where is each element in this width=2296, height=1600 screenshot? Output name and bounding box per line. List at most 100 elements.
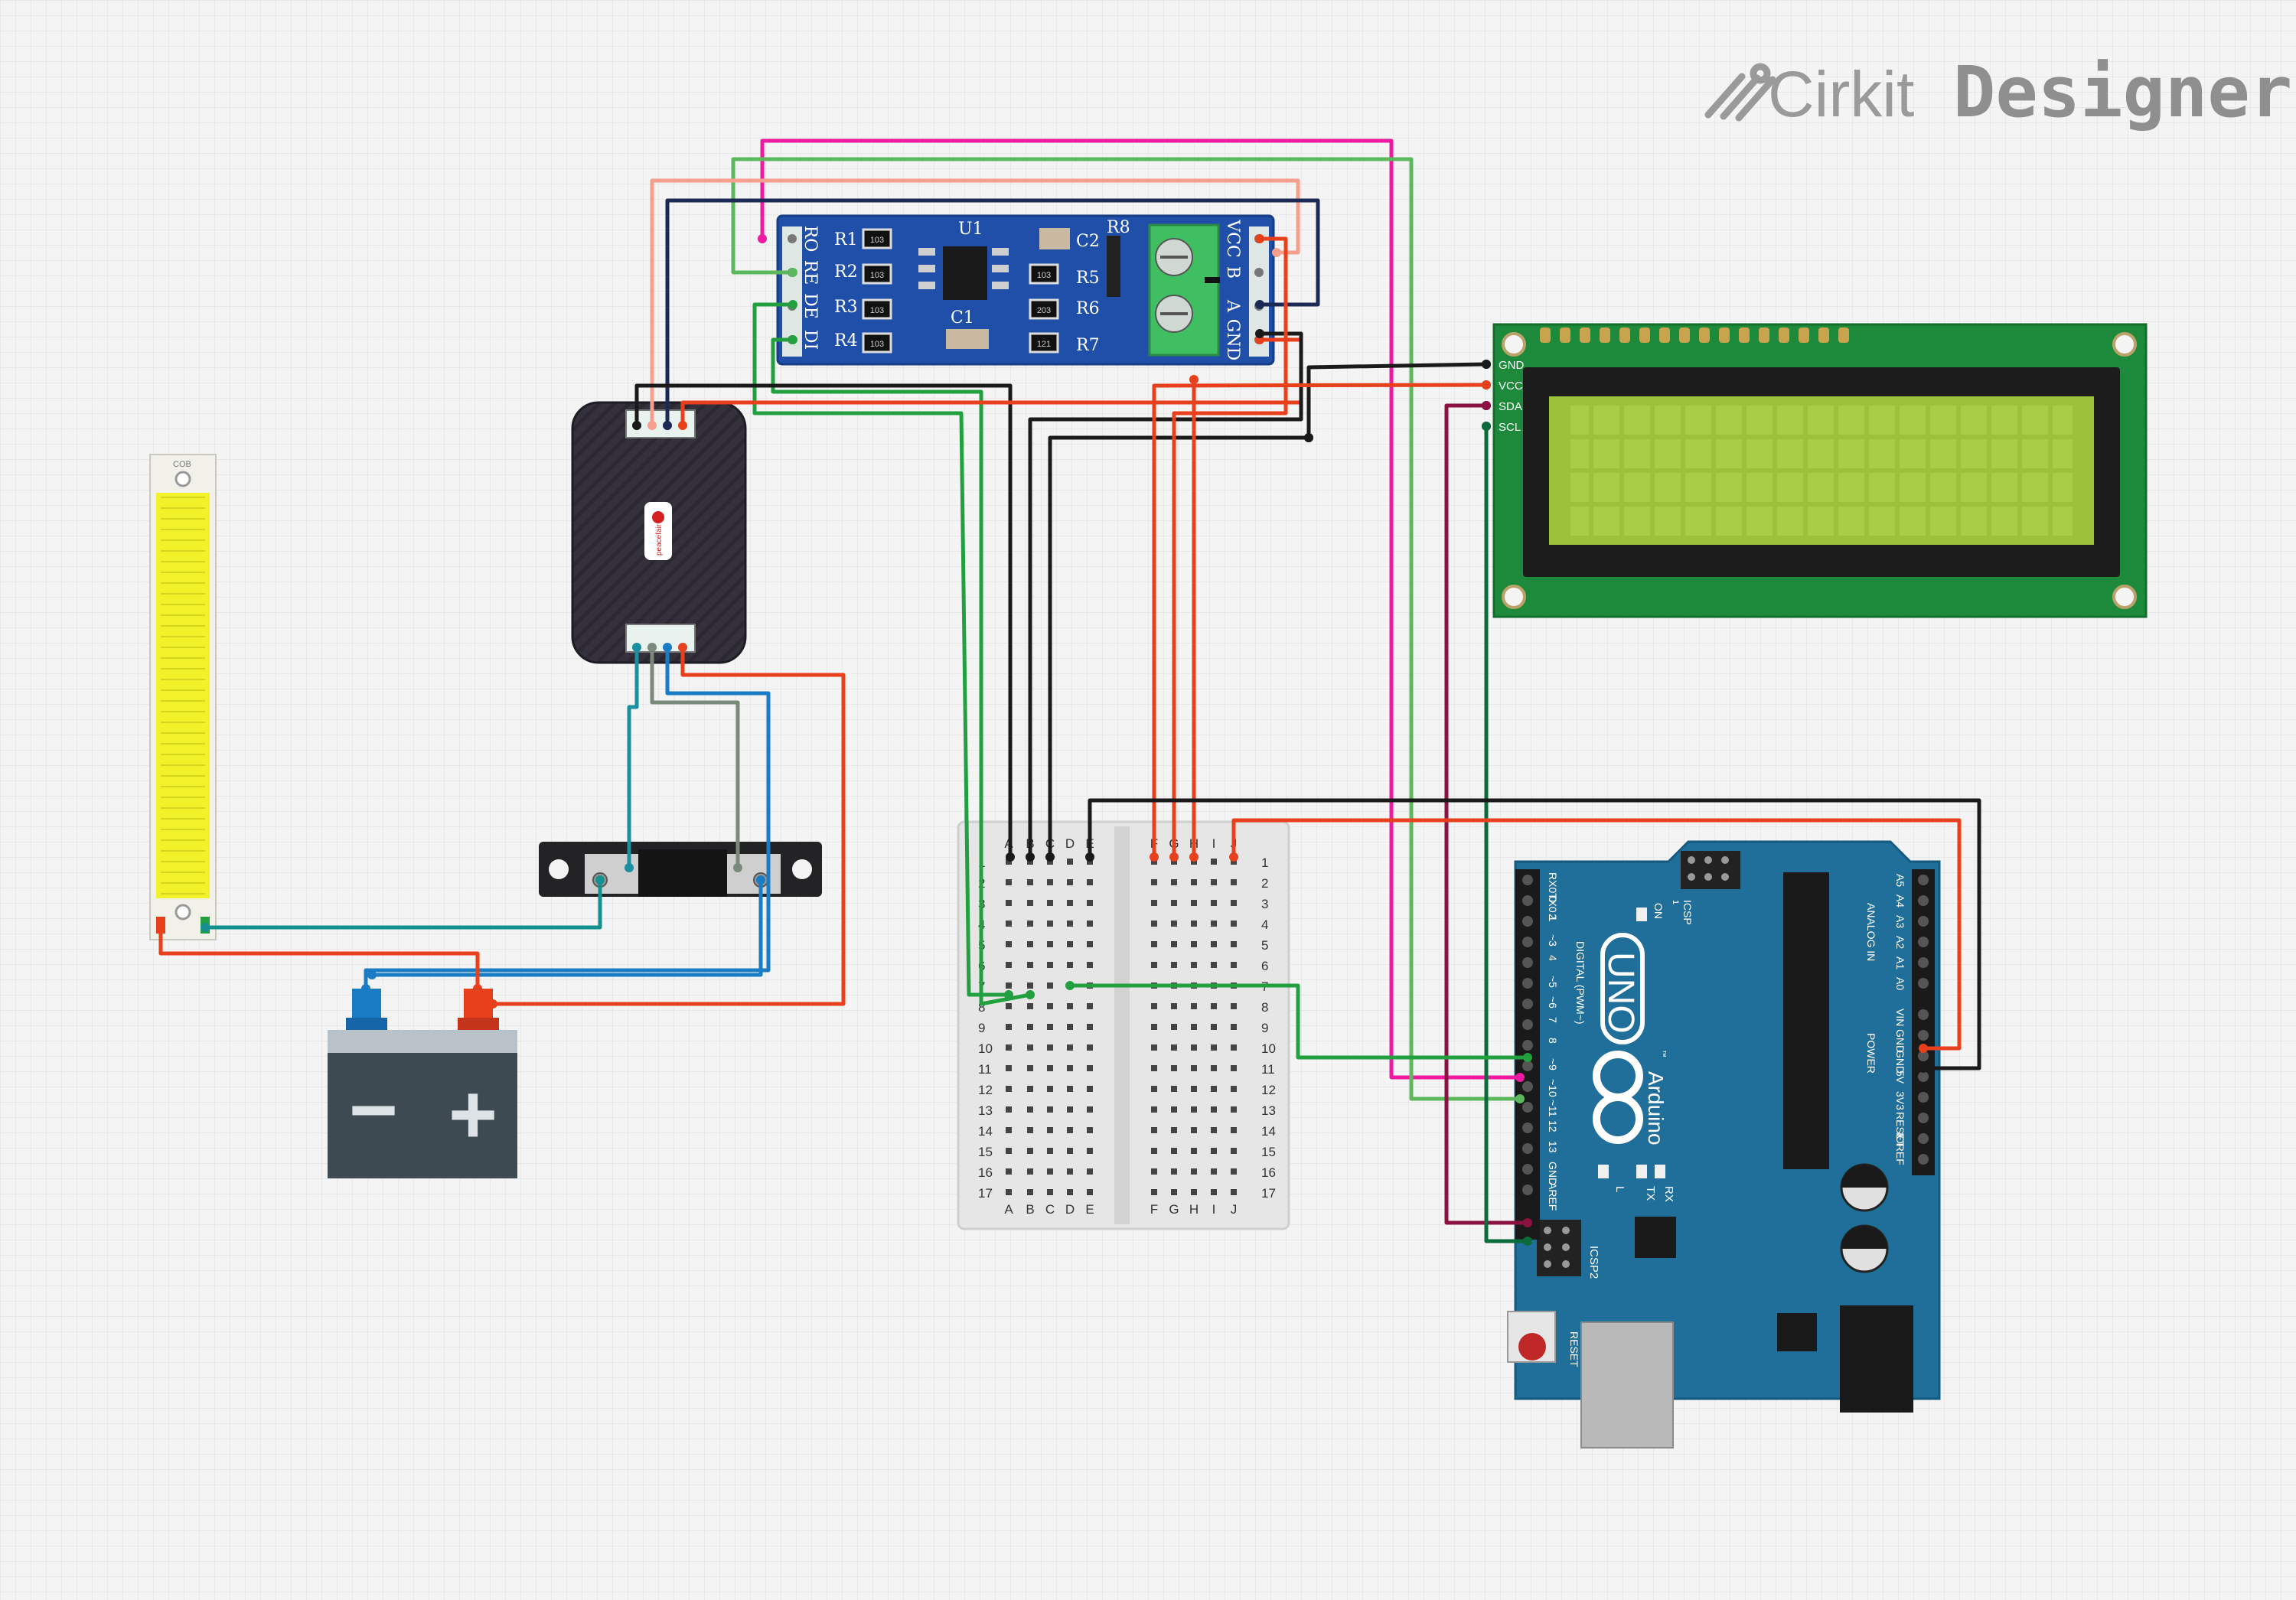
breadboard-hole[interactable] — [1087, 941, 1093, 947]
breadboard-hole[interactable] — [1171, 1168, 1177, 1175]
breadboard-hole[interactable] — [1171, 879, 1177, 885]
wire-pzem-to-battery-pos[interactable] — [491, 645, 846, 1006]
wire-shunt-to-battery[interactable] — [370, 878, 763, 977]
breadboard-hole[interactable] — [1027, 1168, 1033, 1175]
breadboard-hole[interactable] — [1067, 1024, 1073, 1030]
breadboard-hole[interactable] — [1006, 1086, 1012, 1092]
breadboard-hole[interactable] — [1191, 879, 1197, 885]
breadboard-hole[interactable] — [1006, 941, 1012, 947]
breadboard-hole[interactable] — [1151, 900, 1157, 906]
arduino-digital-pin[interactable] — [1522, 1185, 1533, 1195]
breadboard-hole[interactable] — [1067, 941, 1073, 947]
breadboard-hole[interactable] — [1087, 1148, 1093, 1154]
breadboard-hole[interactable] — [1047, 1044, 1053, 1051]
breadboard-hole[interactable] — [1211, 1148, 1217, 1154]
breadboard-hole[interactable] — [1211, 900, 1217, 906]
breadboard-hole[interactable] — [1211, 1189, 1217, 1195]
breadboard-hole[interactable] — [1087, 1024, 1093, 1030]
wire-pzem-to-battery-neg[interactable] — [364, 645, 771, 991]
wire-pzem-to-shunt-right[interactable] — [650, 645, 740, 870]
battery-terminal-positive[interactable] — [464, 989, 493, 1018]
breadboard-hole[interactable] — [1006, 982, 1012, 989]
breadboard-hole[interactable] — [1087, 1086, 1093, 1092]
wire-pzem-gnd-to-bb[interactable] — [634, 383, 1013, 859]
wire-led-to-battery-pos[interactable] — [158, 924, 480, 991]
breadboard-hole[interactable] — [1231, 1148, 1237, 1154]
breadboard-hole[interactable] — [1067, 1003, 1073, 1009]
breadboard-hole[interactable] — [1027, 921, 1033, 927]
breadboard-hole[interactable] — [1191, 900, 1197, 906]
breadboard-hole[interactable] — [1171, 962, 1177, 968]
arduino-digital-pin[interactable] — [1522, 1164, 1533, 1175]
breadboard-hole[interactable] — [1151, 1065, 1157, 1071]
arduino-right-pin[interactable] — [1918, 1092, 1929, 1103]
breadboard-hole[interactable] — [1067, 1065, 1073, 1071]
breadboard-hole[interactable] — [1191, 1065, 1197, 1071]
breadboard-hole[interactable] — [1047, 1189, 1053, 1195]
breadboard-hole[interactable] — [1087, 879, 1093, 885]
arduino-digital-pin[interactable] — [1522, 978, 1533, 989]
breadboard-hole[interactable] — [1087, 921, 1093, 927]
breadboard-hole[interactable] — [1211, 1044, 1217, 1051]
breadboard-hole[interactable] — [1151, 921, 1157, 927]
breadboard-hole[interactable] — [1171, 1024, 1177, 1030]
breadboard-hole[interactable] — [1027, 1003, 1033, 1009]
breadboard-hole[interactable] — [1047, 941, 1053, 947]
breadboard-hole[interactable] — [1006, 1148, 1012, 1154]
breadboard-hole[interactable] — [1171, 1003, 1177, 1009]
wire-re-to-d10[interactable] — [731, 157, 1522, 1101]
breadboard-hole[interactable] — [1231, 1189, 1237, 1195]
breadboard-hole[interactable] — [1151, 1003, 1157, 1009]
breadboard-hole[interactable] — [1047, 982, 1053, 989]
breadboard-hole[interactable] — [1211, 1127, 1217, 1133]
arduino-right-pin[interactable] — [1918, 1030, 1929, 1041]
breadboard-hole[interactable] — [1067, 1106, 1073, 1113]
arduino-right-pin[interactable] — [1918, 1113, 1929, 1123]
breadboard-hole[interactable] — [1211, 1024, 1217, 1030]
wire-lcd-gnd[interactable] — [1306, 362, 1489, 440]
arduino-right-pin[interactable] — [1918, 916, 1929, 927]
breadboard-hole[interactable] — [1231, 1106, 1237, 1113]
wire-shunt-to-led[interactable] — [203, 878, 602, 930]
breadboard-hole[interactable] — [1067, 921, 1073, 927]
wire-vin-to-bb[interactable] — [1231, 818, 1962, 1051]
breadboard-hole[interactable] — [1191, 1044, 1197, 1051]
arduino-digital-pin[interactable] — [1522, 875, 1533, 885]
breadboard-hole[interactable] — [1191, 941, 1197, 947]
breadboard-hole[interactable] — [1231, 921, 1237, 927]
breadboard-hole[interactable] — [1006, 1168, 1012, 1175]
breadboard-hole[interactable] — [1231, 879, 1237, 885]
breadboard-hole[interactable] — [1231, 1127, 1237, 1133]
breadboard-hole[interactable] — [1231, 1003, 1237, 1009]
breadboard-hole[interactable] — [1006, 879, 1012, 885]
breadboard-hole[interactable] — [1191, 1024, 1197, 1030]
breadboard-hole[interactable] — [1151, 941, 1157, 947]
breadboard-hole[interactable] — [1047, 1003, 1053, 1009]
arduino-right-pin[interactable] — [1918, 1071, 1929, 1082]
breadboard-hole[interactable] — [1151, 1086, 1157, 1092]
breadboard-hole[interactable] — [1047, 900, 1053, 906]
breadboard-hole[interactable] — [1151, 1168, 1157, 1175]
breadboard-hole[interactable] — [1191, 1168, 1197, 1175]
breadboard-hole[interactable] — [1211, 941, 1217, 947]
arduino-digital-pin[interactable] — [1522, 916, 1533, 927]
breadboard-hole[interactable] — [1231, 962, 1237, 968]
breadboard-hole[interactable] — [1231, 1024, 1237, 1030]
breadboard-hole[interactable] — [1171, 1065, 1177, 1071]
breadboard-hole[interactable] — [1067, 1189, 1073, 1195]
battery[interactable]: − + — [328, 989, 517, 1178]
arduino-digital-pin[interactable] — [1522, 1143, 1533, 1154]
breadboard-hole[interactable] — [1191, 921, 1197, 927]
breadboard-hole[interactable] — [1151, 962, 1157, 968]
breadboard-hole[interactable] — [1047, 1168, 1053, 1175]
breadboard-hole[interactable] — [1211, 1065, 1217, 1071]
breadboard-hole[interactable] — [1027, 879, 1033, 885]
breadboard-hole[interactable] — [1067, 1148, 1073, 1154]
arduino-right-pin[interactable] — [1918, 895, 1929, 906]
arduino-digital-pin[interactable] — [1522, 1040, 1533, 1051]
breadboard-hole[interactable] — [1211, 921, 1217, 927]
breadboard-hole[interactable] — [1067, 962, 1073, 968]
